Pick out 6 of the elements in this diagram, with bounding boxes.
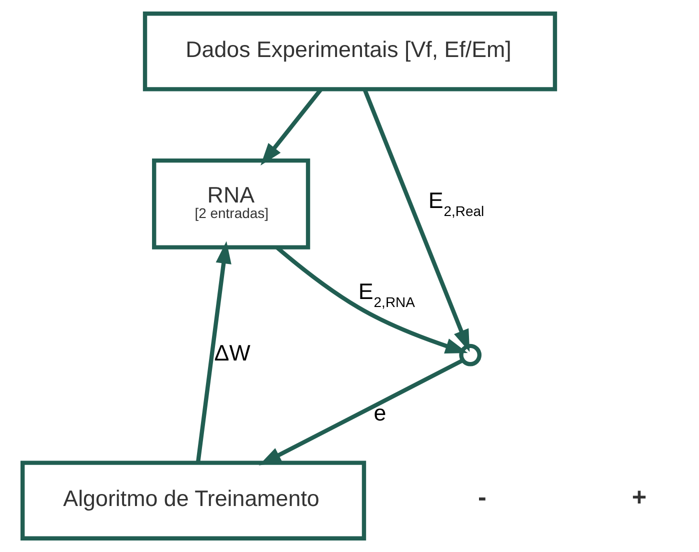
edge-label: E$_{2,Real}$ xyxy=(428,188,484,219)
edge-label: e xyxy=(373,400,386,426)
label: + xyxy=(631,483,646,512)
edge-label: E$_{2,RNA}$ xyxy=(358,278,414,310)
edge-label: ΔW xyxy=(214,340,250,366)
label: - xyxy=(478,483,486,512)
